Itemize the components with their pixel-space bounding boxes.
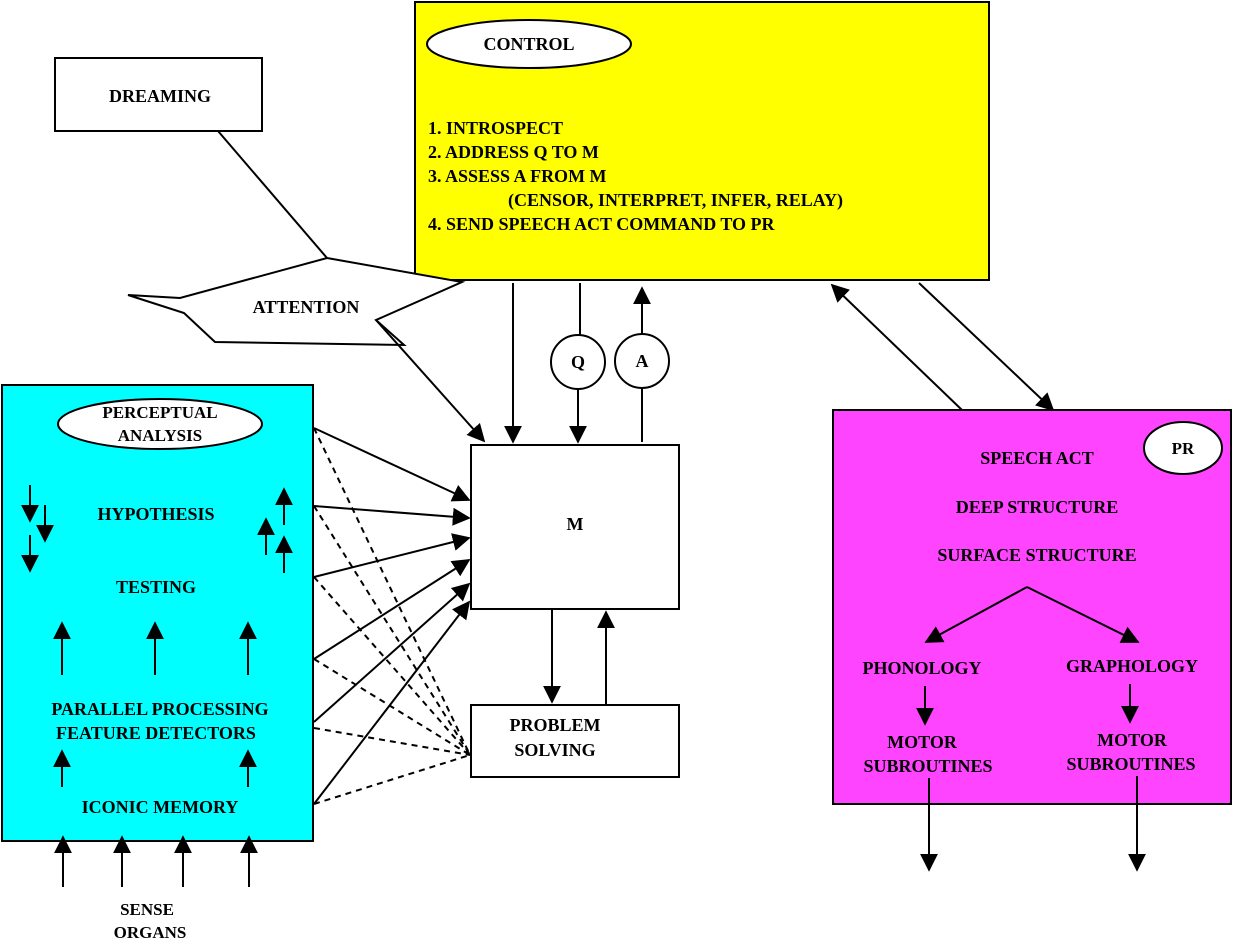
- memory-box: M: [470, 444, 680, 610]
- perceptual-badge: [57, 398, 263, 450]
- attention-label: ATTENTION: [253, 297, 360, 317]
- dreaming-box: DREAMING: [54, 57, 263, 132]
- control-step-2: 2. ADDRESS Q TO M: [428, 142, 599, 162]
- sense-organs-label-1: SENSE: [120, 900, 174, 919]
- solid-arrow: [313, 427, 471, 502]
- phonology-label: PHONOLOGY: [862, 658, 981, 678]
- iconic-memory-label: ICONIC MEMORY: [82, 797, 239, 817]
- dreaming-label: DREAMING: [109, 86, 211, 106]
- sense-organs-label-2: ORGANS: [114, 923, 187, 942]
- solid-arrow: [313, 600, 471, 805]
- control-step-1: 1. INTROSPECT: [428, 118, 563, 138]
- surface-structure-label: SURFACE STRUCTURE: [937, 545, 1136, 565]
- motor-left-label-1: MOTOR: [887, 732, 958, 752]
- solid-arrow: [313, 505, 471, 526]
- control-box: CONTROL 1. INTROSPECT 2. ADDRESS Q TO M …: [414, 1, 990, 281]
- problem-solving-label-2: SOLVING: [514, 740, 595, 760]
- pr-badge: [1143, 421, 1223, 475]
- dashed-line: [313, 427, 471, 756]
- attention-shape: ATTENTION: [127, 256, 466, 347]
- dashed-line: [313, 754, 471, 805]
- surface-to-graphology-arrow: [1026, 586, 1140, 643]
- hypothesis-label: HYPOTHESIS: [97, 504, 214, 524]
- q-node-label: Q: [571, 352, 585, 372]
- motor-right-label-1: MOTOR: [1097, 730, 1168, 750]
- dreaming-to-attention-line: [217, 130, 328, 259]
- solid-arrow: [313, 559, 471, 660]
- solid-arrow: [313, 582, 471, 723]
- control-step-3-detail: (CENSOR, INTERPRET, INFER, RELAY): [508, 190, 843, 211]
- attention-to-m-arrow: [375, 319, 486, 443]
- feature-detectors-label: FEATURE DETECTORS: [56, 723, 256, 743]
- graphology-label: GRAPHOLOGY: [1066, 656, 1198, 676]
- problem-solving-label-1: PROBLEM: [509, 715, 600, 735]
- a-node-label: A: [636, 351, 649, 371]
- dashed-line: [313, 658, 471, 756]
- speech-act-label: SPEECH ACT: [980, 448, 1094, 468]
- control-step-4: 4. SEND SPEECH ACT COMMAND TO PR: [428, 214, 776, 234]
- perceptual-badge-label-2: ANALYSIS: [118, 426, 202, 445]
- problem-solving-box: PROBLEM SOLVING: [470, 704, 680, 778]
- testing-label: TESTING: [116, 577, 196, 597]
- pr-badge-label: PR: [1172, 439, 1195, 458]
- perceptual-analysis-box: PERCEPTUAL ANALYSIS HYPOTHESIS TESTING P…: [1, 384, 314, 842]
- control-to-pr-arrow: [918, 282, 1055, 412]
- pr-to-control-arrow: [830, 283, 963, 411]
- perceptual-to-m-arrows: [313, 427, 471, 805]
- surface-to-phonology-arrow: [924, 586, 1028, 643]
- control-step-3: 3. ASSESS A FROM M: [428, 166, 607, 186]
- control-badge-label: CONTROL: [483, 34, 574, 54]
- motor-right-label-2: SUBROUTINES: [1066, 754, 1195, 774]
- motor-left-label-2: SUBROUTINES: [863, 756, 992, 776]
- dashed-line: [313, 727, 471, 756]
- dashed-line: [313, 505, 471, 756]
- perceptual-to-problem-solving-dashed: [313, 427, 471, 805]
- perceptual-badge-label-1: PERCEPTUAL: [102, 403, 217, 422]
- control-badge: [426, 19, 632, 69]
- parallel-processing-label: PARALLEL PROCESSING: [51, 699, 268, 719]
- solid-arrow: [313, 533, 471, 578]
- memory-label: M: [567, 514, 584, 534]
- deep-structure-label: DEEP STRUCTURE: [956, 497, 1119, 517]
- pr-box: PR SPEECH ACT DEEP STRUCTURE SURFACE STR…: [832, 409, 1232, 805]
